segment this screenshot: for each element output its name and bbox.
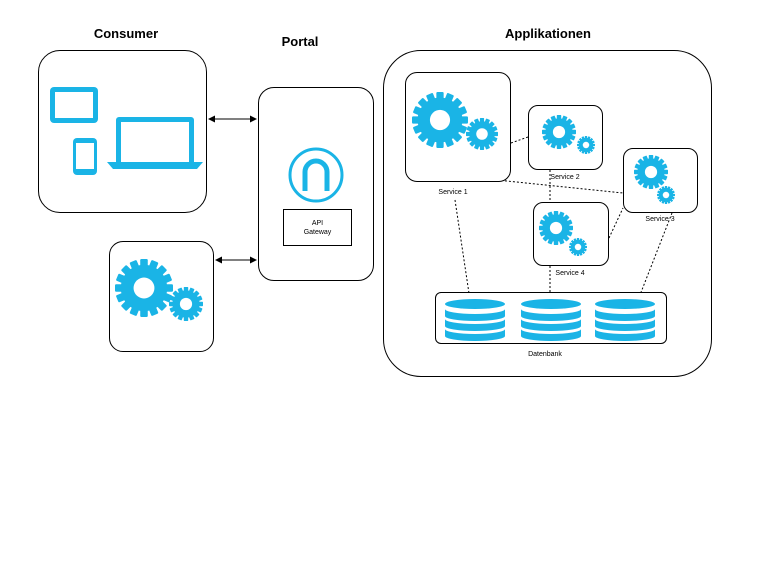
link-s1-db (454, 199, 471, 301)
database-icon (445, 299, 655, 341)
service-2-label: Service 2 (550, 174, 580, 181)
link-s1-s3 (496, 179, 624, 194)
api-gateway-label-line1: API (311, 219, 324, 227)
link-s1-s2 (510, 136, 529, 144)
service-1-label: Service 1 (438, 189, 468, 196)
service-4-box (533, 202, 609, 266)
link-s3-db (637, 212, 673, 301)
portal-title: Portal (281, 34, 319, 49)
consumer-title: Consumer (93, 26, 159, 41)
link-s4-s3 (608, 207, 624, 239)
service-4-gears-icon (539, 211, 587, 256)
applications-title: Applikationen (505, 26, 591, 41)
api-gateway-box: API Gateway (283, 209, 352, 246)
service-3-label: Service 3 (645, 216, 675, 223)
portal-box (258, 87, 374, 281)
service-1-gears-icon (412, 92, 498, 150)
service-4-label: Service 4 (555, 270, 585, 277)
service-3-gears-icon (634, 155, 675, 204)
gears-icon (115, 259, 203, 321)
tablet-icon (50, 87, 98, 123)
smartphone-icon (73, 138, 97, 175)
database-label: Datenbank (528, 351, 562, 358)
service-2-gears-icon (542, 115, 595, 154)
laptop-icon (107, 117, 203, 169)
gateway-arch-icon (288, 147, 344, 203)
api-gateway-label-line2: Gateway (303, 228, 332, 236)
